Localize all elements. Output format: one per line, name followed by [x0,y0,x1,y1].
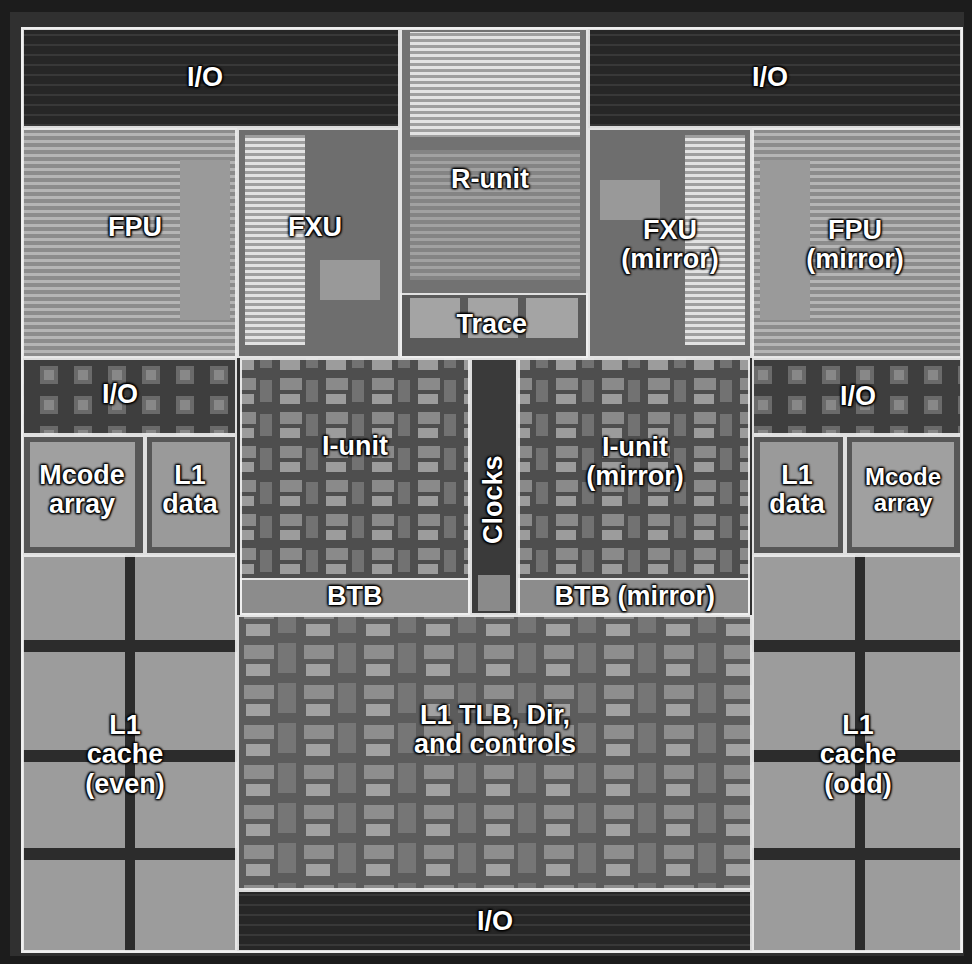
region-label: I-unit [322,432,388,462]
region-label: FPU [108,213,162,243]
chip-region: Trace [400,293,588,358]
region-label: BTB [327,582,383,612]
chip-region: FXU [237,128,400,358]
chip-region: Mcode array [845,435,962,555]
chip-region: FXU (mirror) [588,128,752,358]
region-label: L1 data [160,461,220,520]
chip-region: L1 data [752,435,845,555]
region-label: Mcode array [848,464,958,517]
region-label: I-unit (mirror) [570,433,700,492]
region-label: L1 data [767,461,827,520]
chip-region: I/O [588,28,962,128]
chip-region: I/O [752,358,962,435]
region-label: FXU [288,213,342,243]
region-label: Mcode array [27,461,137,520]
region-label: Trace [457,310,528,340]
chip-region: I/O [22,28,400,128]
region-label: R-unit [451,165,529,195]
chip-region: L1 TLB, Dir, and controls [237,615,752,890]
region-label: FXU (mirror) [610,216,730,275]
region-label: L1 cache (even) [80,711,170,800]
chip-region: I-unit (mirror) BTB (mirror) [518,358,750,615]
chip-region: R-unitTrace [400,28,588,358]
region-label: L1 TLB, Dir, and controls [408,701,583,760]
region-label: I/O [102,380,138,410]
chip-region: I/O [22,358,237,435]
chip-region: L1 cache (even) [22,555,237,952]
region-label: I/O [187,63,223,93]
region-label: I/O [752,63,788,93]
chip-region: BTB [240,578,470,615]
chip-region: FPU [22,128,237,358]
chip-region: L1 data [145,435,237,555]
chip-region: Clocks [470,358,518,615]
chip-region: I/O [237,890,752,952]
chip-region: I-unitBTB [240,358,470,615]
region-label: I/O [840,382,876,412]
region-label: Clocks [479,456,509,545]
chip-region: L1 cache (odd) [752,555,962,952]
region-label: BTB (mirror) [555,582,716,612]
region-label: L1 cache (odd) [813,711,903,800]
chip-region: Mcode array [22,435,145,555]
chip-region: FPU (mirror) [752,128,962,358]
region-label: I/O [477,907,513,937]
chip-region: BTB (mirror) [518,578,750,615]
region-label: FPU (mirror) [795,216,915,275]
